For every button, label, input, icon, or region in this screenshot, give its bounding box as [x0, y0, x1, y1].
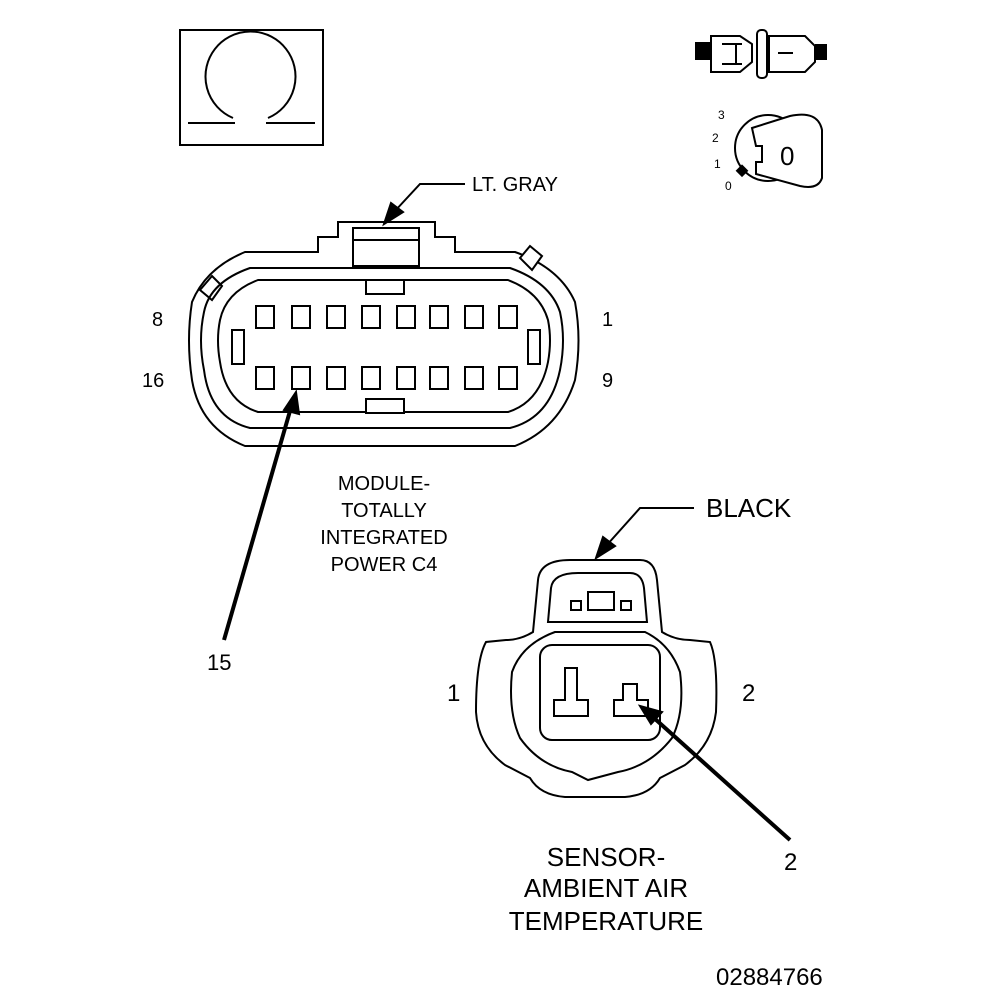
c4-pin-label-1: 1: [602, 309, 613, 331]
c4-color-label: LT. GRAY: [472, 174, 558, 196]
ohmmeter-icon: [179, 29, 324, 146]
c4-callout-pin: 15: [207, 650, 231, 675]
sensor-connector: [474, 507, 792, 842]
ignition-position-indicator: 0: [780, 141, 794, 171]
sensor-pin-label-2: 2: [742, 680, 755, 707]
connector-c4: [188, 183, 580, 641]
sensor-title-line-2: AMBIENT AIR: [524, 873, 688, 903]
c4-title: MODULE- TOTALLY INTEGRATED POWER C4: [320, 473, 447, 576]
sensor-title-line-1: SENSOR-: [547, 842, 665, 872]
c4-pin-label-8: 8: [152, 309, 163, 331]
ignition-label-3: 3: [718, 108, 725, 122]
c4-title-line-3: INTEGRATED: [320, 527, 447, 549]
ignition-key-icon: 0 3 2 1 0: [712, 108, 823, 193]
figure-id: 02884766: [716, 964, 823, 991]
sensor-title-line-3: TEMPERATURE: [509, 906, 704, 936]
connector-disconnect-icon: [695, 29, 827, 79]
ignition-label-1: 1: [714, 157, 721, 171]
c4-pin-label-9: 9: [602, 370, 613, 392]
c4-pin-label-16: 16: [142, 370, 164, 392]
sensor-title: SENSOR- AMBIENT AIR TEMPERATURE: [509, 842, 704, 936]
c4-pin-row-bottom: [255, 366, 518, 390]
c4-title-line-2: TOTALLY: [341, 500, 427, 522]
c4-pin-row-top: [255, 305, 518, 329]
sensor-color-label: BLACK: [706, 493, 792, 523]
sensor-callout-pin: 2: [784, 849, 797, 876]
c4-title-line-4: POWER C4: [331, 554, 438, 576]
c4-title-line-1: MODULE-: [338, 473, 430, 495]
ignition-label-0: 0: [725, 179, 732, 193]
sensor-pin-label-1: 1: [447, 680, 460, 707]
ignition-label-2: 2: [712, 131, 719, 145]
